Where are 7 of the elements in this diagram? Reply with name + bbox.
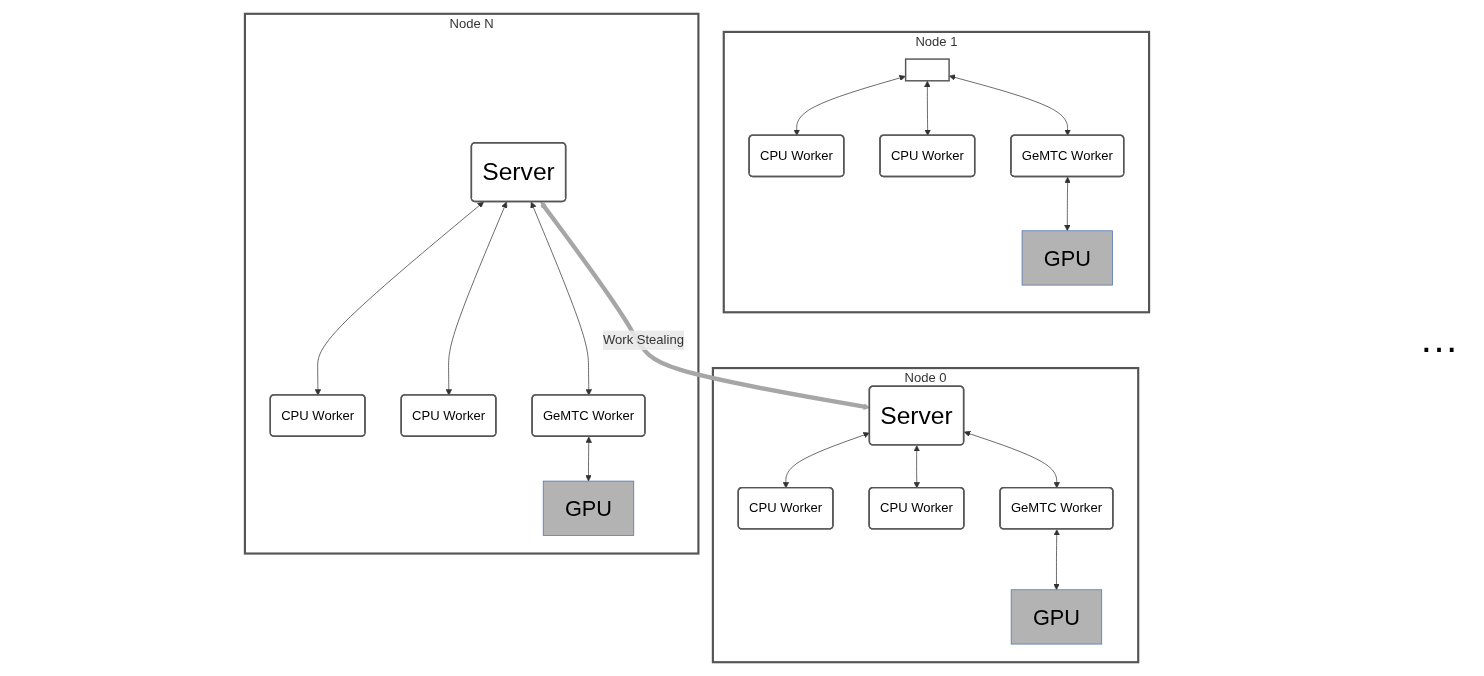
node-box xyxy=(904,58,950,82)
arrow xyxy=(540,201,870,410)
node-box: GPU xyxy=(1021,230,1113,286)
node-box: GPU xyxy=(542,480,635,536)
edge-label: Work Stealing xyxy=(602,332,684,348)
ellipsis-label: … xyxy=(1418,315,1460,361)
node-box: GPU xyxy=(1010,589,1103,645)
